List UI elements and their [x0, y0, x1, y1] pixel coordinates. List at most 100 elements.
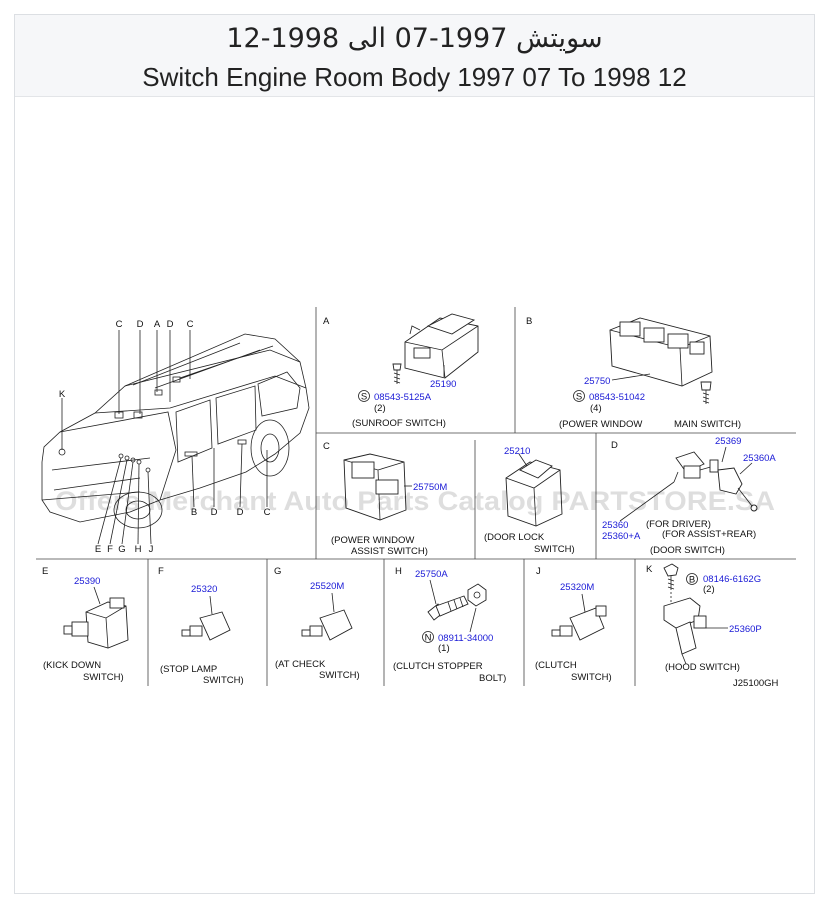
part-number-25360-a[interactable]: 25360+A: [602, 531, 641, 542]
panel-h-clutch-stopper: H 25750A N 08911-34000 (1) (CLUTCH STOPP…: [393, 566, 506, 684]
screw-icon: [392, 363, 402, 384]
part-number-25320[interactable]: 25320: [191, 584, 217, 595]
caption-sunroof-switch: (SUNROOF SWITCH): [352, 418, 446, 429]
panel-j-letter: J: [536, 566, 541, 577]
callout-bottom-d2: D: [237, 507, 244, 518]
caption-door-lock-switch: SWITCH): [534, 544, 575, 555]
caption-door-lock: (DOOR LOCK: [484, 532, 545, 543]
qty-label: (1): [438, 643, 450, 654]
panel-a-sunroof: A 25190 S 08543-5125A (2) (SUNROOF SWITC…: [323, 313, 479, 429]
assist-switch-drawing: [343, 453, 407, 521]
part-number-25210[interactable]: 25210: [504, 446, 530, 457]
at-check-switch-drawing: [301, 609, 353, 641]
part-number-08911-34000[interactable]: 08911-34000: [438, 633, 493, 644]
hood-switch-drawing: [663, 597, 707, 665]
panel-g-letter: G: [274, 566, 281, 577]
callout-top-3: A: [154, 319, 161, 330]
caption-stop-lamp: (STOP LAMP: [160, 664, 217, 675]
panel-grid: [36, 307, 796, 686]
panel-h-letter: H: [395, 566, 402, 577]
caption-power-window: (POWER WINDOW: [559, 419, 642, 430]
part-number-25520m[interactable]: 25520M: [310, 581, 344, 592]
caption-at-check: (AT CHECK: [275, 659, 326, 670]
panel-b-power-window-main: B 25750 S 08543-51042 (4) (POWER WINDOW …: [526, 316, 741, 430]
caption-clutch-switch: SWITCH): [571, 672, 612, 683]
panel-d-letter: D: [611, 440, 618, 451]
vehicle-leaders: [61, 330, 268, 545]
bolt-code-badge: B: [689, 575, 695, 586]
part-number-25190[interactable]: 25190: [430, 379, 456, 390]
part-number-25369[interactable]: 25369: [715, 436, 741, 447]
caption-stop-lamp-switch: SWITCH): [203, 675, 244, 686]
caption-door-switch: (DOOR SWITCH): [650, 545, 725, 556]
watermark-text: Offers Merchant Auto Parts Catalog PARTS…: [55, 486, 775, 516]
kick-down-switch-drawing: [63, 597, 129, 649]
part-number-25750[interactable]: 25750: [584, 376, 610, 387]
diagram-code: J25100GH: [733, 678, 779, 689]
panel-e-letter: E: [42, 566, 48, 577]
part-number-25360[interactable]: 25360: [602, 520, 628, 531]
note-for-driver: (FOR DRIVER): [646, 519, 711, 530]
part-number-25360p[interactable]: 25360P: [729, 624, 762, 635]
part-number-08543-5125a[interactable]: 08543-5125A: [374, 392, 432, 403]
door-switch-driver-drawing: [673, 451, 719, 483]
door-lock-switch-drawing: [505, 459, 563, 527]
panel-b-letter: B: [526, 316, 532, 327]
stop-lamp-switch-drawing: [181, 611, 231, 641]
title-arabic: سويتش 1997-07 الى 1998-12: [226, 23, 603, 54]
caption-clutch: (CLUTCH: [535, 660, 577, 671]
qty-label: (2): [703, 584, 715, 595]
door-switch-assist-drawing: [717, 467, 758, 512]
callout-bottom-g: G: [118, 544, 125, 555]
callout-bottom-h: H: [135, 544, 142, 555]
screw-code-badge: S: [576, 392, 582, 403]
panel-e-kick-down: E 25390 (KICK DOWN SWITCH): [42, 566, 129, 683]
callout-bottom-d1: D: [211, 507, 218, 518]
part-number-25390[interactable]: 25390: [74, 576, 100, 587]
panel-c-letter: C: [323, 441, 330, 452]
qty-label: (2): [374, 403, 386, 414]
callout-bottom-f: F: [107, 544, 113, 555]
caption-main-switch: MAIN SWITCH): [674, 419, 741, 430]
panel-k-hood-switch: K B 08146-6162G (2) 25360P (HOOD SWITCH)…: [646, 563, 779, 689]
clutch-switch-drawing: [551, 605, 607, 641]
panel-d-door-switch: D 25369 25360A 25360 25360+A (FOR DRIVER…: [602, 436, 776, 556]
callout-top-4: D: [167, 319, 174, 330]
caption-power-window: (POWER WINDOW: [331, 535, 414, 546]
callout-top-1: C: [116, 319, 123, 330]
panel-c-assist-doorlock: C 25750M (POWER WINDOW ASSIST SWITCH) 25…: [323, 441, 575, 557]
screw-code-badge: S: [361, 392, 367, 403]
panel-k-letter: K: [646, 564, 653, 575]
panel-j-clutch-switch: J 25320M (CLUTCH SWITCH): [535, 566, 612, 683]
part-number-25750a[interactable]: 25750A: [415, 569, 448, 580]
catalog-frame: سويتش 1997-07 الى 1998-12 Switch Engine …: [14, 14, 815, 894]
callout-bottom-c: C: [264, 507, 271, 518]
stopper-bolt-drawing: [427, 595, 469, 621]
qty-label: (4): [590, 403, 602, 414]
main-switch-drawing: [609, 317, 713, 404]
title-english: Switch Engine Room Body 1997 07 To 1998 …: [142, 62, 687, 92]
part-number-25360a[interactable]: 25360A: [743, 453, 776, 464]
part-number-25320m[interactable]: 25320M: [560, 582, 594, 593]
panel-f-stop-lamp: F 25320 (STOP LAMP SWITCH): [158, 566, 244, 686]
caption-bolt: BOLT): [479, 673, 506, 684]
note-for-assist-rear: (FOR ASSIST+REAR): [662, 529, 756, 540]
caption-kick-down: (KICK DOWN: [43, 660, 101, 671]
callout-side-k: K: [59, 389, 66, 400]
nut-code-badge: N: [425, 633, 432, 644]
nut-icon: [467, 583, 487, 607]
part-number-25750m[interactable]: 25750M: [413, 482, 447, 493]
caption-hood-switch: (HOOD SWITCH): [665, 662, 740, 673]
vehicle-overview: C D A D C K E F G H J B D D C: [41, 319, 310, 555]
bolt-icon: [663, 563, 679, 590]
part-number-08146-6162g[interactable]: 08146-6162G: [703, 574, 761, 585]
callout-bottom-b: B: [191, 507, 197, 518]
callout-top-2: D: [137, 319, 144, 330]
panel-a-letter: A: [323, 316, 330, 327]
part-number-08543-51042[interactable]: 08543-51042: [589, 392, 645, 403]
panel-f-letter: F: [158, 566, 164, 577]
caption-assist-switch: ASSIST SWITCH): [351, 546, 428, 557]
callout-bottom-j: J: [149, 544, 154, 555]
page-header: سويتش 1997-07 الى 1998-12 Switch Engine …: [15, 15, 814, 97]
